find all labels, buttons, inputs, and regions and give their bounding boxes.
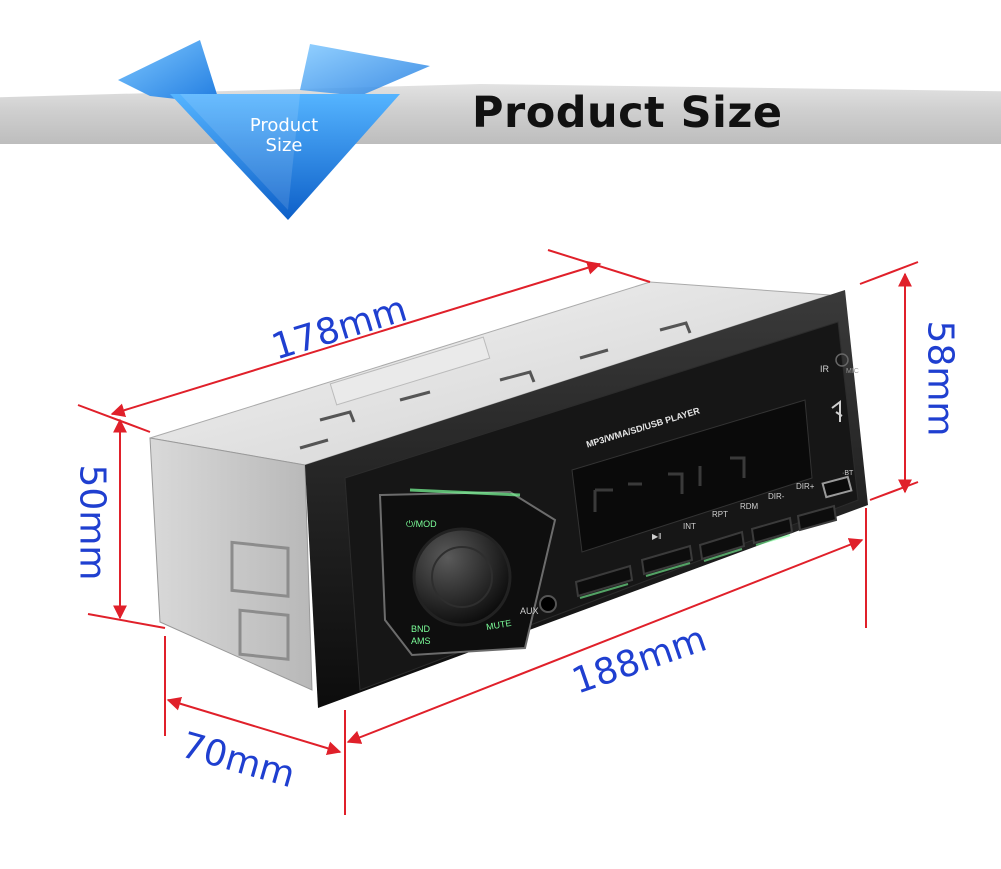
width-arrow — [346, 538, 864, 744]
dim-label-panel-height: 58mm — [919, 320, 961, 437]
bt-label: ·BT — [842, 470, 854, 477]
page-title: Product Size — [472, 88, 783, 138]
panel-height-ext-bottom — [869, 481, 919, 501]
usb-icon — [831, 400, 843, 422]
badge-label-line1: Product — [249, 115, 319, 136]
button-label-dir-plus: DIR+ — [796, 482, 815, 491]
badge-triangle — [170, 94, 400, 220]
depth-ext-right — [547, 249, 651, 283]
badge-triangle-shine — [180, 94, 300, 210]
dim-label-body-height: 50mm — [71, 464, 113, 581]
button-label-rdm: RDM — [740, 502, 759, 511]
badge-ribbon-left — [118, 40, 220, 104]
badge-ribbon-right — [300, 44, 430, 96]
button-label-dir-minus: DIR- — [768, 492, 785, 501]
chassis-slot — [238, 608, 290, 661]
panel-height-ext-top — [859, 261, 919, 285]
button-label-int: INT — [683, 522, 696, 531]
mic-icon — [835, 353, 849, 367]
button-rdm[interactable] — [796, 504, 838, 532]
display-segments — [593, 456, 746, 512]
mic-label: MIC — [846, 368, 859, 375]
knob-shroud-glow — [409, 488, 521, 497]
panel-depth-arrow — [166, 696, 342, 756]
chassis-slot — [230, 540, 290, 598]
display-window — [571, 399, 813, 553]
depth-arrow — [110, 261, 602, 417]
ir-label: IR — [820, 364, 829, 374]
badge-label-line2: Size — [265, 135, 303, 156]
knob-mode-label: ⏻/MOD — [406, 519, 437, 529]
depth-ext-left — [77, 404, 151, 433]
usb-port[interactable] — [821, 475, 853, 499]
badge-label: Product Size — [228, 116, 340, 156]
button-label-rpt: RPT — [712, 510, 728, 519]
body-height-ext-bottom — [87, 613, 166, 629]
button-label-play: ▶‖ — [652, 532, 662, 541]
